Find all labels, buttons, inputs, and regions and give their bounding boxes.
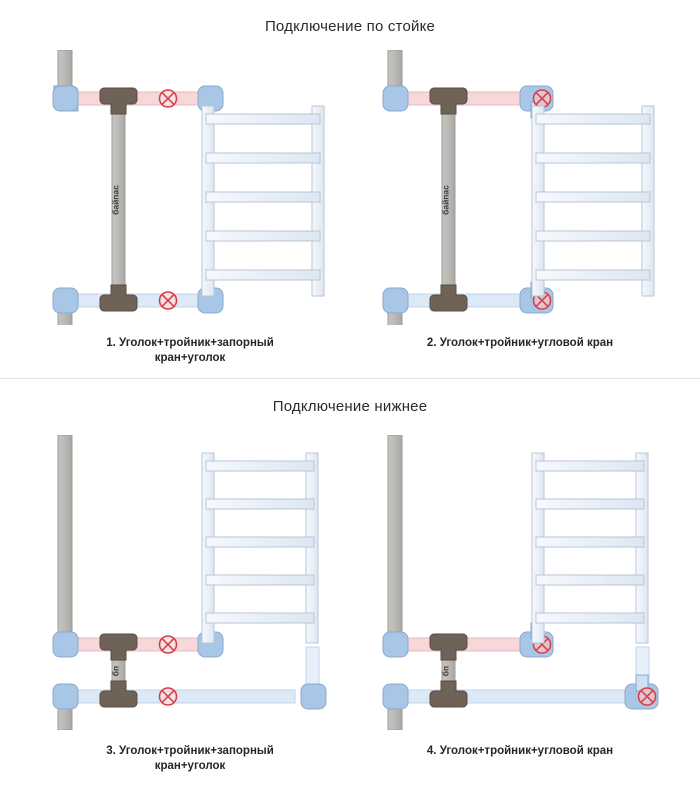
towel-rail-rung <box>205 536 315 548</box>
elbow-fitting-cold-left-icon <box>382 683 409 710</box>
scheme-3-drawing: бп <box>52 435 327 730</box>
scheme-2-caption-line1: 2. Уголок+тройник+угловой кран <box>426 337 614 349</box>
shutoff-valve-bottom-icon <box>158 291 178 310</box>
scheme-3-caption-line1: 3. Уголок+тройник+запорный <box>106 745 274 757</box>
tee-fitting-top-icon <box>99 87 138 115</box>
section-divider <box>0 378 700 379</box>
scheme-1-diagram: байпас <box>40 50 340 325</box>
cold-return-pipe <box>69 293 211 308</box>
corner-angle-valve-bottom-icon <box>519 281 554 314</box>
shutoff-valve-cold-icon <box>158 687 178 706</box>
elbow-fitting-top-left-icon <box>382 85 409 112</box>
towel-rail-icon <box>201 105 325 297</box>
tee-fitting-top-icon <box>429 87 468 115</box>
tee-fitting-cold-icon <box>99 680 138 708</box>
scheme-2-caption: 2. Уголок+тройник+угловой кран <box>370 336 670 351</box>
elbow-fitting-hot-left-icon <box>52 631 79 658</box>
shutoff-valve-hot-icon <box>158 635 178 654</box>
scheme-2-diagram: байпас <box>370 50 670 325</box>
scheme-3-diagram: бп <box>40 435 340 730</box>
towel-rail-rung <box>535 152 651 164</box>
towel-rail-rung <box>205 230 321 242</box>
riser-pipe-main <box>57 435 73 644</box>
towel-rail-rung <box>535 113 651 125</box>
towel-rail-rung <box>535 498 645 510</box>
towel-rail-rung <box>205 574 315 586</box>
towel-rail-icon <box>531 452 649 644</box>
bypass-label: бп <box>111 666 121 676</box>
corner-angle-valve-cold-icon <box>624 674 659 710</box>
scheme-1-caption-line2: кран+уголок <box>154 352 226 364</box>
hot-supply-pipe <box>399 91 541 106</box>
scheme-3-caption-line2: кран+уголок <box>154 760 226 772</box>
towel-rail-rung <box>535 536 645 548</box>
towel-rail-rung <box>205 612 315 624</box>
towel-rail-icon <box>531 105 655 297</box>
riser-pipe-main <box>387 435 403 644</box>
tee-fitting-cold-icon <box>429 680 468 708</box>
scheme-1-drawing: байпас <box>52 50 325 325</box>
elbow-fitting-rail-right-icon <box>300 683 327 710</box>
elbow-fitting-cold-left-icon <box>52 683 79 710</box>
scheme-1-caption-line1: 1. Уголок+тройник+запорный <box>106 337 274 349</box>
elbow-fitting-bottom-left-icon <box>52 287 79 314</box>
elbow-fitting-bottom-left-icon <box>382 287 409 314</box>
hot-supply-pipe <box>69 637 211 652</box>
section-title-riser: Подключение по стойке <box>264 18 436 35</box>
towel-rail-rung <box>535 191 651 203</box>
towel-rail-rung <box>205 152 321 164</box>
hot-supply-pipe <box>69 91 211 106</box>
bypass-label: байпас <box>111 185 121 215</box>
scheme-4-caption-line1: 4. Уголок+тройник+угловой кран <box>426 745 614 757</box>
hot-supply-pipe <box>399 637 541 652</box>
scheme-2-drawing: байпас <box>382 50 655 325</box>
scheme-4-diagram: бп <box>370 435 670 730</box>
elbow-fitting-top-left-body-icon <box>52 85 79 112</box>
towel-rail-rung <box>535 574 645 586</box>
tee-fitting-hot-icon <box>99 633 138 661</box>
towel-rail-rung <box>535 269 651 281</box>
tee-fitting-bottom-icon <box>429 284 468 312</box>
towel-rail-rung <box>535 460 645 472</box>
towel-rail-rung <box>205 460 315 472</box>
bypass-label: бп <box>441 666 451 676</box>
scheme-3-caption: 3. Уголок+тройник+запорный кран+уголок <box>40 744 340 774</box>
towel-rail-rung <box>535 612 645 624</box>
shutoff-valve-top-icon <box>158 89 178 108</box>
scheme-1-caption: 1. Уголок+тройник+запорный кран+уголок <box>40 336 340 366</box>
tee-fitting-hot-icon <box>429 633 468 661</box>
towel-rail-icon <box>201 452 319 644</box>
bypass-label: байпас <box>441 185 451 215</box>
towel-rail-rung <box>205 191 321 203</box>
towel-rail-rung <box>535 230 651 242</box>
scheme-4-caption: 4. Уголок+тройник+угловой кран <box>370 744 670 759</box>
section-title-bottom: Подключение нижнее <box>272 398 428 415</box>
cold-return-pipe <box>399 293 541 308</box>
elbow-fitting-hot-left-icon <box>382 631 409 658</box>
towel-rail-rung <box>205 269 321 281</box>
tee-fitting-bottom-icon <box>99 284 138 312</box>
scheme-4-drawing: бп <box>382 435 659 730</box>
towel-rail-rung <box>205 498 315 510</box>
towel-rail-rung <box>205 113 321 125</box>
